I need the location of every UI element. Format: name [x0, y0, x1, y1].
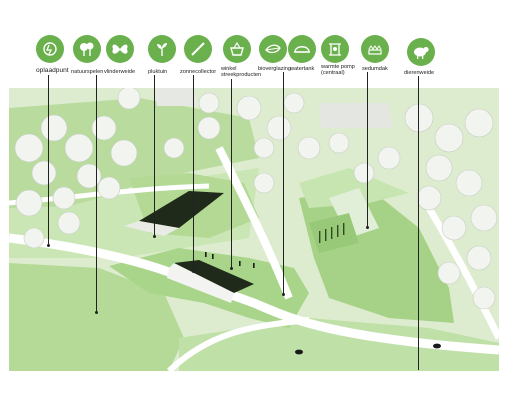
leader-oplaadpunt — [48, 75, 49, 245]
leader-dot-sedumdak — [365, 226, 369, 229]
leader-pluktuin — [154, 75, 155, 236]
nature-play-icon — [73, 35, 101, 63]
leader-sedumdak — [367, 72, 368, 227]
leader-dot-watertank — [281, 293, 285, 296]
leader-winkel — [231, 79, 232, 268]
path-right — [425, 206, 499, 340]
label-sedumdak: sedumdak — [362, 66, 388, 72]
path-diagonal — [215, 146, 293, 300]
building-center-wall — [167, 263, 234, 303]
butterfly-icon — [106, 35, 134, 63]
charging-point-icon — [36, 35, 64, 63]
people-figures — [205, 252, 255, 268]
label-warmte-pomp: warmte pomp (centraal) — [321, 64, 355, 77]
leader-zonnecollector — [193, 75, 194, 271]
building-top-wall — [124, 221, 179, 236]
label-vlinderweide: vlinderweide — [104, 69, 136, 75]
lawn-bottom — [179, 318, 499, 371]
leader-dot-natuurspelen — [94, 311, 98, 314]
label-zonnecollector: zonnecollector — [180, 69, 217, 75]
leader-dot-zonnecollector — [191, 270, 195, 273]
leader-dot-oplaadpunt — [46, 244, 50, 247]
path-main — [9, 233, 499, 355]
farmhouse-top — [154, 88, 197, 106]
label-dierenweide: dierenweide — [404, 70, 435, 76]
sprout-icon — [148, 35, 176, 63]
label-winkel-streekproducten: winkel streekproducten — [221, 66, 262, 79]
leaf-icon — [259, 35, 287, 63]
heat-pump-icon — [321, 35, 349, 63]
building-top-roof — [139, 191, 224, 228]
animal-figures — [295, 343, 441, 355]
green-roof-icon — [361, 35, 389, 63]
lamb-icon — [407, 38, 435, 66]
label-natuurspelen: natuurspelen — [71, 69, 104, 75]
shop-basket-icon — [223, 35, 251, 63]
leader-dot-pluktuin — [152, 235, 156, 238]
greenhouse-field — [309, 213, 359, 253]
label-oplaadpunt: oplaadpunt — [36, 67, 69, 74]
tree-cluster — [14, 88, 498, 310]
label-watertank: watertank — [290, 66, 315, 72]
water-tank-icon — [288, 35, 316, 63]
solar-collector-icon — [184, 35, 212, 63]
greenhouse-roof — [329, 188, 379, 238]
barn-top-right — [319, 103, 392, 128]
garden-rows — [319, 223, 345, 243]
building-center-roof — [174, 260, 254, 293]
lawn-right-top — [299, 168, 409, 208]
site-plan-illustration — [9, 88, 499, 371]
leader-dierenweide — [418, 76, 419, 370]
label-bioverglazing: bioverglazing — [258, 66, 291, 72]
leader-watertank — [283, 72, 284, 294]
path-bottom — [166, 317, 310, 371]
label-pluktuin: pluktuin — [148, 69, 168, 75]
leader-dot-winkel — [229, 267, 233, 270]
leader-natuurspelen — [96, 75, 97, 312]
lawn-big-bottom-left — [9, 263, 184, 371]
